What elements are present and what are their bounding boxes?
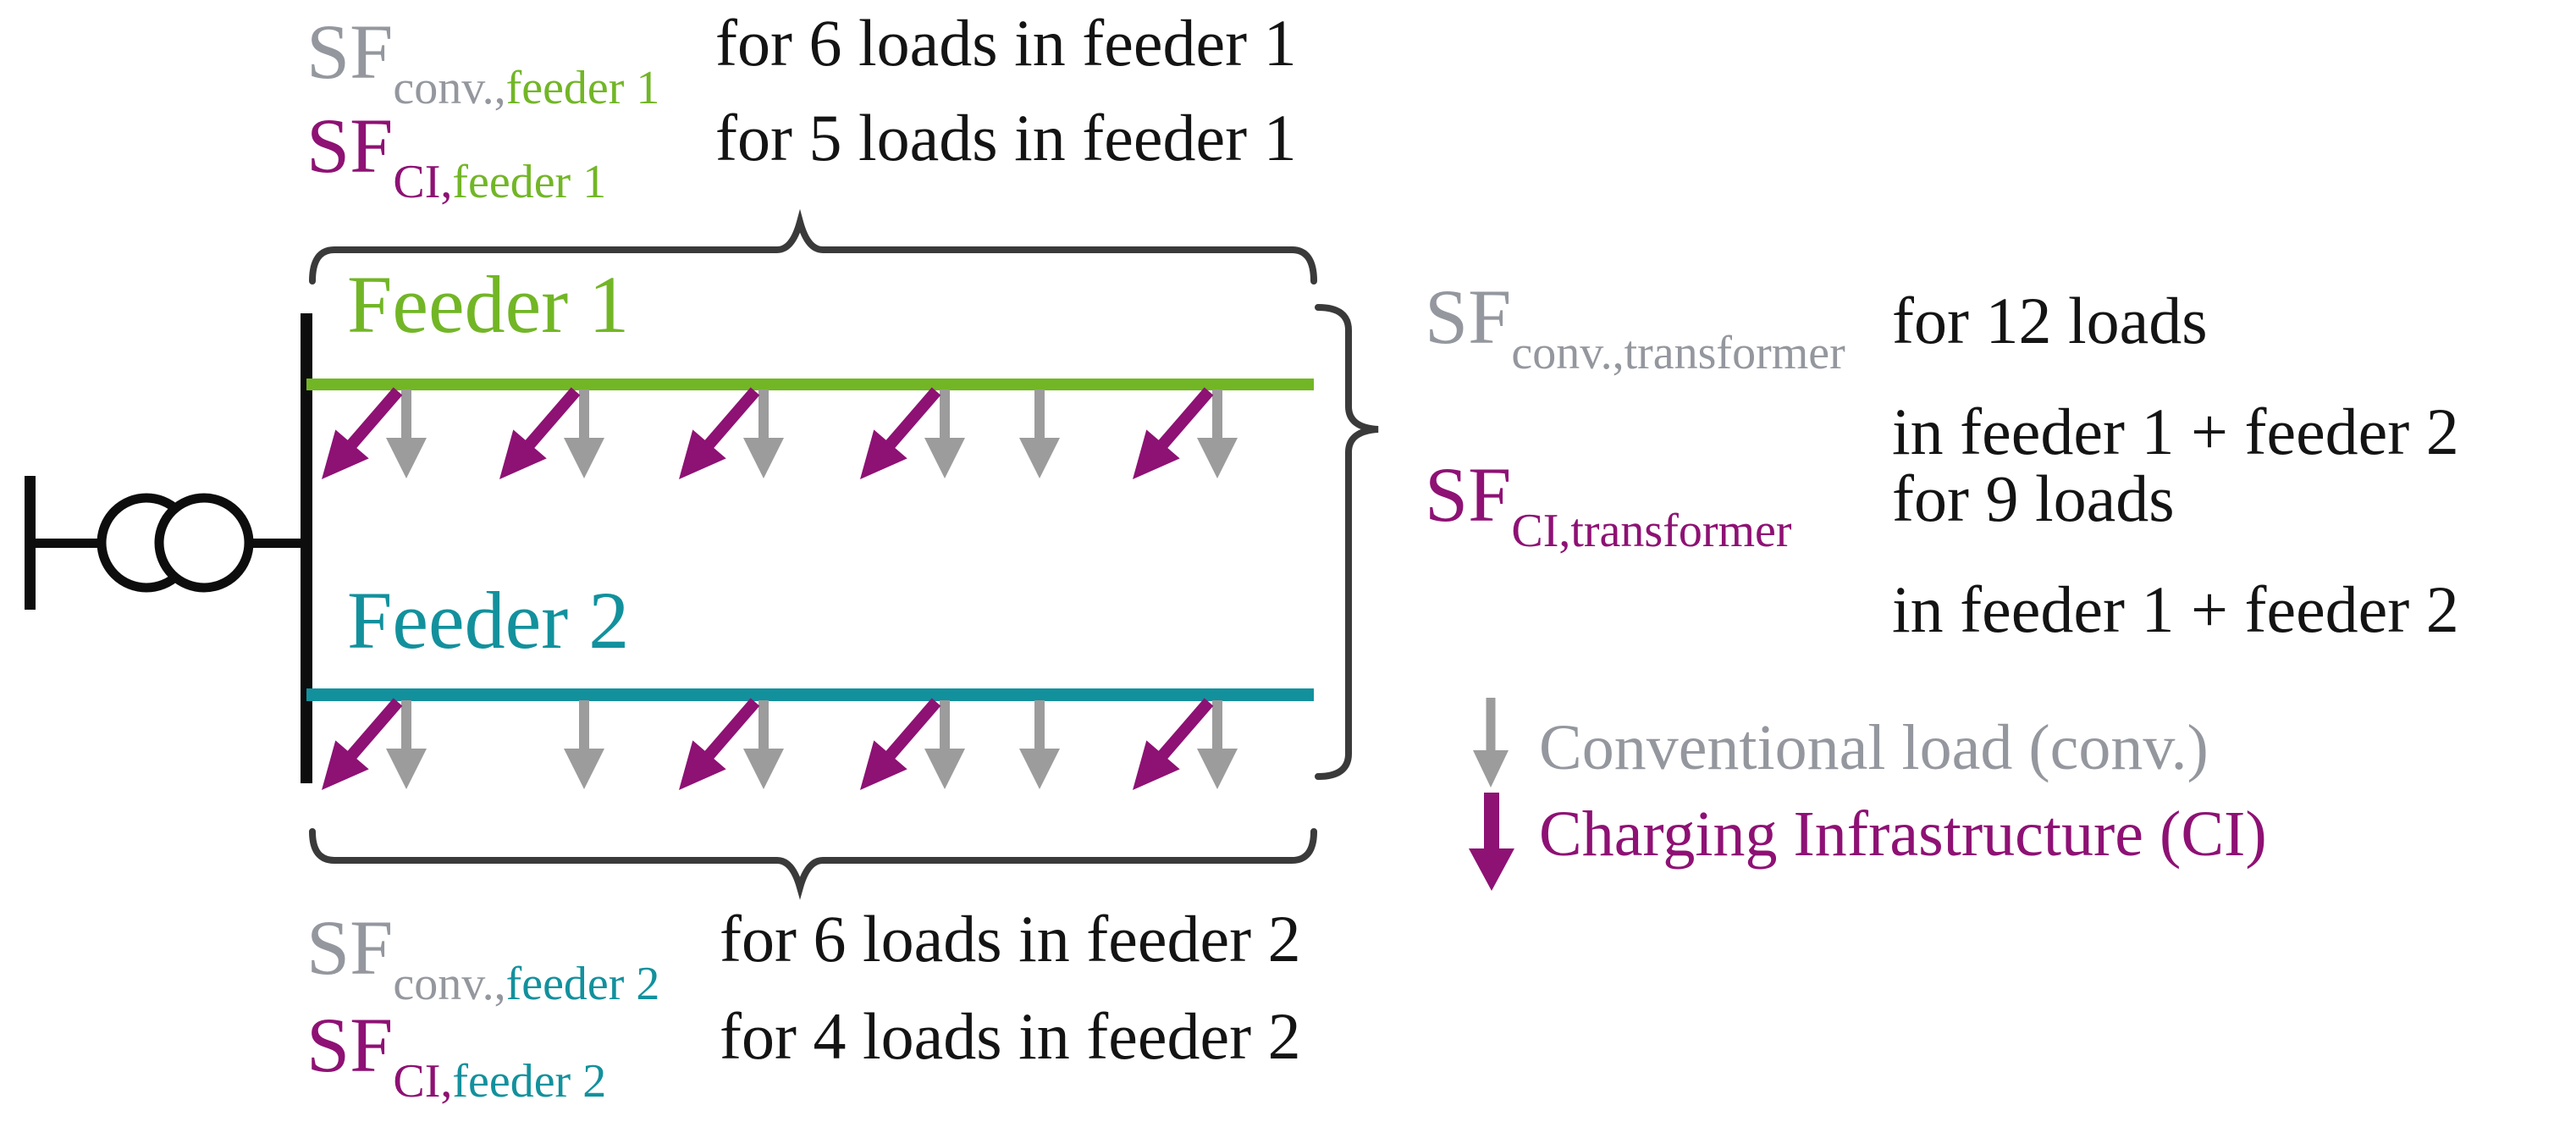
conv-load-arrow — [386, 390, 427, 478]
sf-ci-transformer-description-line2: in feeder 1 + feeder 2 — [1892, 572, 2459, 646]
feeder-2-label: Feeder 2 — [347, 575, 630, 666]
ci-load-arrow — [499, 387, 581, 479]
conv-load-arrow — [743, 700, 784, 789]
transformer-icon — [25, 476, 306, 610]
sf-conv-transformer-description-line1: for 12 loads — [1892, 284, 2208, 357]
sf-conv-transformer-formula: SFconv.,transformer — [1425, 278, 1845, 377]
legend-conventional-load-label: Conventional load (conv.) — [1539, 712, 2209, 783]
conv-load-arrow — [1019, 700, 1060, 789]
ci-load-arrow — [1133, 387, 1214, 479]
busbar — [301, 313, 312, 783]
sf-subscript: CI,transformer — [1511, 505, 1792, 557]
sf-ci-transformer-description-line1: for 9 loads — [1892, 461, 2175, 535]
sf-symbol: SF — [1425, 451, 1512, 538]
sf-symbol: SF — [1425, 274, 1512, 360]
sf-subscript-type: conv., — [393, 62, 506, 114]
legend-arrows-layer — [1469, 698, 1514, 891]
conv-load-arrow — [924, 700, 965, 789]
sf-subscript-type: CI, — [393, 156, 453, 208]
sf-subscript-type: CI, — [393, 1055, 453, 1108]
sf-symbol: SF — [306, 8, 394, 95]
feeder-1-line — [306, 379, 1314, 390]
ci-load-arrow — [322, 387, 403, 479]
conv-load-arrow — [924, 390, 965, 478]
load-arrows-layer — [322, 387, 1238, 790]
sf-ci-feeder1-description: for 5 loads in feeder 1 — [715, 101, 1297, 174]
conv-load-arrow — [743, 390, 784, 478]
transformer-winding-2 — [154, 493, 254, 593]
sf-subscript-type: conv., — [393, 958, 506, 1010]
sf-ci-feeder1-formula: SFCI,feeder 1 — [306, 107, 606, 206]
conv-load-arrow — [386, 700, 427, 789]
legend-charging-infrastructure-label: Charging Infrastructure (CI) — [1539, 799, 2267, 870]
feeder-1-label: Feeder 1 — [347, 259, 630, 350]
sf-subscript-feeder: feeder 1 — [452, 156, 607, 208]
sf-symbol: SF — [306, 1002, 394, 1088]
conv-load-arrow — [564, 700, 604, 789]
sf-conv-feeder2-formula: SFconv.,feeder 2 — [306, 909, 659, 1008]
sf-subscript-feeder: feeder 1 — [505, 62, 660, 114]
sf-subscript-feeder: feeder 2 — [452, 1055, 607, 1108]
ci-load-arrow — [860, 698, 941, 790]
legend-conventional-arrow — [1473, 698, 1509, 788]
transformer-brace — [1315, 304, 1379, 780]
sf-ci-feeder2-formula: SFCI,feeder 2 — [306, 1006, 606, 1105]
conv-load-arrow — [1019, 390, 1060, 478]
sf-ci-feeder2-description: for 4 loads in feeder 2 — [720, 999, 1301, 1073]
feeder-1-brace — [309, 208, 1317, 285]
sf-symbol: SF — [306, 904, 394, 991]
conv-load-arrow — [1197, 700, 1238, 789]
feeder-2-line — [306, 688, 1314, 701]
sf-ci-transformer-formula: SFCI,transformer — [1425, 456, 1792, 555]
ci-load-arrow — [679, 387, 760, 479]
ci-load-arrow — [679, 698, 760, 790]
sf-conv-feeder1-formula: SFconv.,feeder 1 — [306, 13, 659, 112]
legend-charging-arrow — [1469, 793, 1514, 891]
conv-load-arrow — [1197, 390, 1238, 478]
sf-subscript-feeder: feeder 2 — [505, 958, 660, 1010]
feeder-2-brace — [309, 828, 1317, 900]
ci-load-arrow — [860, 387, 941, 479]
sf-conv-feeder2-description: for 6 loads in feeder 2 — [720, 902, 1301, 975]
sf-subscript: conv.,transformer — [1511, 327, 1845, 379]
conv-load-arrow — [564, 390, 604, 478]
ci-load-arrow — [1133, 698, 1214, 790]
sf-symbol: SF — [306, 102, 394, 189]
sf-conv-transformer-description-line2: in feeder 1 + feeder 2 — [1892, 395, 2459, 468]
sf-conv-feeder1-description: for 6 loads in feeder 1 — [715, 6, 1297, 80]
ci-load-arrow — [322, 698, 403, 790]
